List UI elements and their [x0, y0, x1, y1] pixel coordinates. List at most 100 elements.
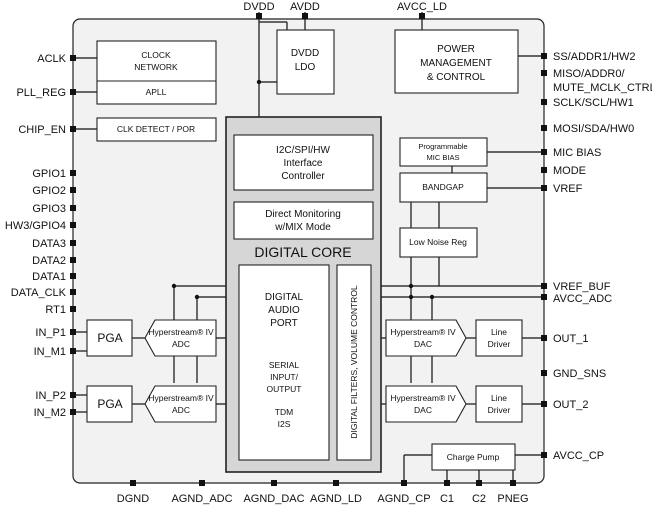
- pin-agnd-cp: AGND_CP: [377, 493, 430, 505]
- pin-hw3-gpio4: HW3/GPIO4: [5, 220, 66, 232]
- dac-1-line1: Hyperstream® IV: [390, 327, 456, 337]
- apll-label: APLL: [146, 87, 167, 97]
- pin-vref: VREF: [553, 183, 583, 195]
- power-mgmt-line3: & CONTROL: [427, 72, 486, 83]
- pga-1-box: [86, 319, 133, 357]
- i2c-if-line2: Interface: [284, 158, 323, 169]
- tdm-line1: TDM: [275, 407, 293, 417]
- mic-bias-line1: Programmable: [418, 142, 467, 151]
- power-mgmt-box: [394, 29, 519, 94]
- tdm-line2: I2S: [278, 419, 291, 429]
- bandgap-label: BANDGAP: [422, 182, 464, 192]
- block-labels: CLOCK NETWORK APLL CLK DETECT / POR DVDD…: [97, 44, 510, 462]
- line-driver-2-line2: Driver: [488, 405, 511, 415]
- serial-line2: INPUT/: [270, 372, 299, 382]
- blocks: [86, 29, 523, 473]
- charge-pump-label: Charge Pump: [447, 452, 500, 462]
- dac-1-shape: [385, 319, 467, 357]
- clock-network-line2: NETWORK: [134, 62, 178, 72]
- pin-ss-addr1-hw2: SS/ADDR1/HW2: [553, 51, 636, 63]
- filters-box: [336, 264, 372, 461]
- adc-2-line1: Hyperstream® IV: [148, 393, 214, 403]
- pin-avcc-cp: AVCC_CP: [553, 450, 604, 462]
- i2c-if-line3: Controller: [281, 171, 325, 182]
- line-driver-1-line2: Driver: [488, 339, 511, 349]
- pin-mute-mclk-ctrl: MUTE_MCLK_CTRL: [553, 82, 652, 94]
- pin-agnd-adc: AGND_ADC: [171, 493, 232, 505]
- i2c-if-line1: I2C/SPI/HW: [276, 145, 330, 156]
- pin-agnd-dac: AGND_DAC: [243, 493, 304, 505]
- right-pin-labels: SS/ADDR1/HW2 MISO/ADDR0/ MUTE_MCLK_CTRL …: [553, 51, 652, 462]
- pga-2-label: PGA: [97, 397, 122, 411]
- pin-rt1: RT1: [45, 304, 66, 316]
- top-pin-labels: DVDD AVDD AVCC_LD: [243, 1, 447, 13]
- pin-data3: DATA3: [32, 238, 66, 250]
- line-driver-2-box: [475, 385, 523, 423]
- audio-port-box: [238, 264, 330, 461]
- dvdd-ldo-line1: DVDD: [291, 48, 319, 59]
- line-driver-1-line1: Line: [491, 327, 507, 337]
- line-driver-2-line1: Line: [491, 393, 507, 403]
- dac-1-line2: DAC: [414, 339, 432, 349]
- pin-dvdd: DVDD: [243, 1, 274, 13]
- charge-pump-box: [431, 443, 516, 471]
- pin-avcc-adc: AVCC_ADC: [553, 293, 612, 305]
- pin-sclk-scl-hw1: SCLK/SCL/HW1: [553, 97, 634, 109]
- pin-pneg: PNEG: [497, 493, 528, 505]
- digital-core-label: DIGITAL CORE: [254, 244, 351, 260]
- pin-data2: DATA2: [32, 255, 66, 267]
- pin-c2: C2: [472, 493, 486, 505]
- pin-avcc-ld: AVCC_LD: [397, 1, 447, 13]
- mic-bias-line2: MIC BIAS: [427, 153, 460, 162]
- dac-2-line2: DAC: [414, 405, 432, 415]
- dac-2-shape: [385, 385, 467, 423]
- power-mgmt-line2: MANAGEMENT: [420, 58, 492, 69]
- pin-gnd-sns: GND_SNS: [553, 368, 606, 380]
- clk-detect-label: CLK DETECT / POR: [117, 124, 195, 134]
- dac-2-line1: Hyperstream® IV: [390, 393, 456, 403]
- audio-port-line3: PORT: [270, 318, 298, 329]
- adc-1-shape: [144, 319, 217, 357]
- pin-in-p1: IN_P1: [35, 327, 66, 339]
- pin-in-m1: IN_M1: [34, 346, 66, 358]
- left-pin-labels: ACLK PLL_REG CHIP_EN GPIO1 GPIO2 GPIO3 H…: [5, 53, 67, 419]
- pin-agnd-ld: AGND_LD: [310, 493, 362, 505]
- pin-vref-buf: VREF_BUF: [553, 281, 611, 293]
- audio-port-line1: DIGITAL: [265, 292, 304, 303]
- adc-2-shape: [144, 385, 217, 423]
- line-driver-1-box: [475, 319, 523, 357]
- audio-port-line2: AUDIO: [268, 305, 300, 316]
- pin-data1: DATA1: [32, 271, 66, 283]
- serial-line3: OUTPUT: [267, 384, 302, 394]
- pin-pll-reg: PLL_REG: [16, 87, 66, 99]
- power-mgmt-line1: POWER: [437, 44, 475, 55]
- serial-line1: SERIAL: [269, 360, 300, 370]
- pin-c1: C1: [440, 493, 454, 505]
- pin-data-clk: DATA_CLK: [11, 287, 67, 299]
- pin-gpio1: GPIO1: [32, 168, 66, 180]
- pin-aclk: ACLK: [37, 53, 66, 65]
- i2c-if-box: [233, 134, 374, 191]
- dvdd-ldo-line2: LDO: [295, 62, 316, 73]
- pin-mic-bias: MIC BIAS: [553, 147, 601, 159]
- mic-bias-box: [399, 137, 488, 167]
- pin-in-p2: IN_P2: [35, 390, 66, 402]
- bottom-pin-labels: DGND AGND_ADC AGND_DAC AGND_LD AGND_CP C…: [117, 493, 529, 505]
- pin-mode: MODE: [553, 165, 586, 177]
- direct-mon-line1: Direct Monitoring: [265, 209, 341, 220]
- adc-2-line2: ADC: [172, 405, 190, 415]
- low-noise-reg-label: Low Noise Reg: [409, 237, 467, 247]
- dvdd-ldo-box: [276, 29, 335, 95]
- pin-markers: [70, 13, 547, 486]
- bandgap-box: [399, 172, 488, 203]
- pin-in-m2: IN_M2: [34, 407, 66, 419]
- clock-network-line1: CLOCK: [141, 50, 171, 60]
- clock-network-box: [96, 40, 217, 105]
- filters-label: DIGITAL FILTERS, VOLUME CONTROL: [349, 285, 359, 439]
- adc-1-line2: ADC: [172, 339, 190, 349]
- pin-mosi-sda-hw0: MOSI/SDA/HW0: [553, 123, 634, 135]
- pin-miso-addr0: MISO/ADDR0/: [553, 68, 625, 80]
- pin-out-1: OUT_1: [553, 333, 588, 345]
- low-noise-reg-box: [399, 227, 478, 258]
